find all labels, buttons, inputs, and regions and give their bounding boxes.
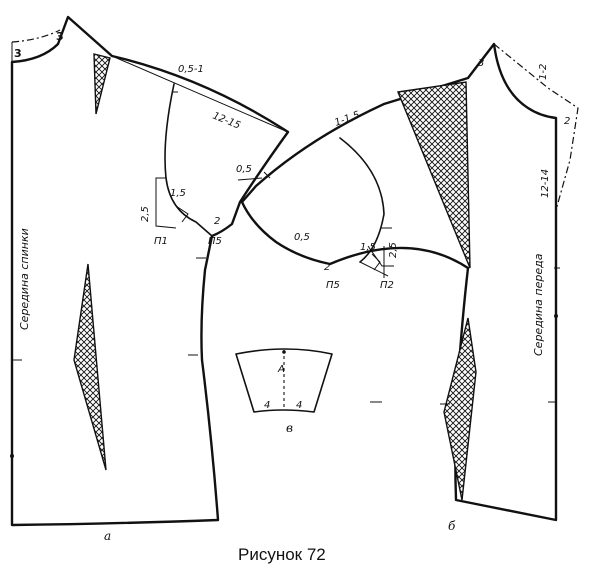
back-height-label: 2,5 — [140, 206, 151, 222]
front-point-p2: П2 — [380, 280, 394, 291]
front-letter: б — [448, 519, 456, 533]
figure-caption: Рисунок 72 — [238, 545, 326, 564]
front-neck-top-label: 3 — [478, 58, 484, 69]
front-height-label: 2,5 — [388, 242, 399, 258]
back-underarm-label: 2 — [214, 216, 220, 227]
back-neck-side-label: 3 — [56, 30, 64, 43]
back-letter: а — [104, 529, 111, 543]
front-waist-dart — [443, 317, 477, 501]
back-shoulder-dart — [93, 53, 111, 115]
back-sleeve-length-label: 12-15 — [211, 111, 242, 132]
front-center-label: Середина переда — [532, 253, 545, 356]
back-sleeve-chord — [111, 55, 289, 133]
back-outline — [10, 15, 290, 527]
gusset-piece — [235, 348, 333, 413]
front-point-p5: П5 — [326, 280, 340, 291]
gusset-top-mark: А — [277, 364, 285, 375]
gusset-right-label: 4 — [296, 400, 302, 411]
back-piece — [10, 15, 290, 527]
front-piece — [240, 42, 579, 522]
front-corner-label: 1,5 — [360, 242, 376, 253]
front-underarm-label: 2 — [324, 262, 330, 273]
front-sleeve-cap-label: 1-1,5 — [333, 110, 361, 129]
front-shoulder-dart — [397, 81, 471, 269]
back-sleeve-edge-label: 0,5 — [236, 164, 252, 175]
front-neck-offset-label: 1-2 — [538, 64, 549, 80]
front-outline — [240, 42, 558, 522]
gusset-letter: в — [286, 421, 293, 435]
gusset-outline — [235, 348, 333, 413]
back-point-p5: П5 — [208, 236, 222, 247]
back-point-p1: П1 — [154, 236, 168, 247]
back-center-label: Середина спинки — [18, 228, 31, 330]
front-sleeve-edge-label: 0,5 — [294, 232, 310, 243]
back-armhole-curve — [164, 83, 175, 179]
gusset-left-label: 4 — [264, 400, 270, 411]
back-sleeve-cap-label: 0,5-1 — [178, 64, 204, 75]
back-corner-label: 1,5 — [170, 188, 186, 199]
front-side-length-label: 12-14 — [540, 169, 551, 198]
back-neck-top-label: 3 — [14, 47, 22, 60]
back-waist-dart — [73, 263, 107, 471]
front-neck-depth-label: 2 — [564, 116, 570, 127]
back-neck-guide — [11, 29, 61, 43]
front-neck-guide — [493, 43, 579, 211]
